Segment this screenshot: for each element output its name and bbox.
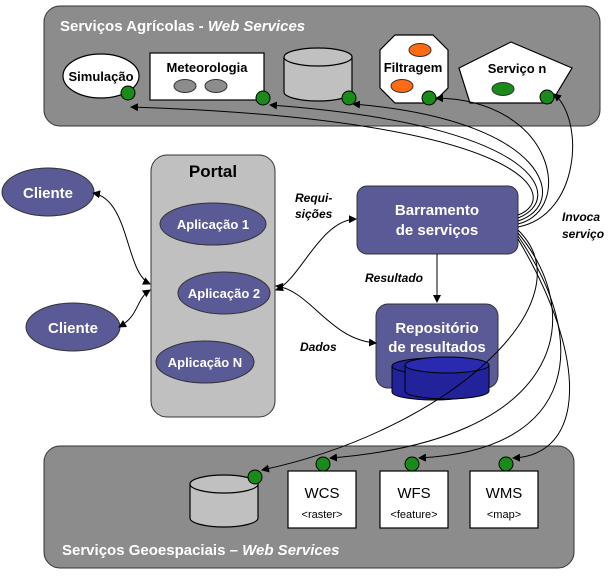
- link-client2-portal: [118, 289, 151, 328]
- link-bus-geo-storage: [261, 229, 538, 473]
- client-2-label: Cliente: [48, 320, 98, 337]
- link-bus-filtering: [435, 94, 550, 225]
- connector-filtering: [421, 90, 437, 106]
- service-n-oval: [491, 82, 515, 96]
- service-bus[interactable]: [356, 185, 519, 255]
- connector-service-n: [539, 89, 555, 105]
- link-bus-service-n: [517, 93, 574, 228]
- simulation-service[interactable]: [62, 53, 140, 99]
- wms-service[interactable]: [469, 470, 539, 529]
- wfs-service[interactable]: [379, 470, 449, 529]
- connector-wcs: [315, 456, 331, 472]
- link-portal-bus: [275, 215, 357, 291]
- wcs-sub: <raster>: [302, 509, 343, 521]
- portal-title: Portal: [189, 162, 237, 181]
- repository-cylinder-front: [404, 356, 490, 400]
- results-repository: Repositório de resultados: [375, 303, 499, 401]
- connector-simulation: [120, 85, 136, 101]
- link-client1-portal: [92, 190, 151, 285]
- app-1-label: Aplicação 1: [177, 217, 249, 232]
- repository-line1: Repositório: [395, 320, 478, 337]
- app-2-label: Aplicação 2: [188, 286, 260, 301]
- filtering-label: Filtragem: [384, 60, 443, 75]
- repository-line2: de resultados: [388, 339, 486, 356]
- link-bus-simulation: [130, 103, 534, 216]
- agricultural-services-panel: Serviços Agrícolas - Web Services Simula…: [43, 5, 601, 127]
- wfs-label: WFS: [397, 485, 430, 502]
- app-n[interactable]: [155, 340, 255, 384]
- filtering-oval-bottom: [390, 79, 414, 93]
- storage-cylinder-bottom: [189, 474, 259, 528]
- service-n-label: Serviço n: [488, 61, 547, 76]
- app-n-label: Aplicação N: [168, 355, 242, 370]
- bus-line1: Barramento: [395, 202, 479, 219]
- app-2[interactable]: [177, 271, 271, 315]
- connector-storage: [341, 90, 357, 106]
- meteorology-service[interactable]: [149, 52, 265, 101]
- requests-label-line2: sições: [295, 207, 333, 221]
- link-bus-meteorology: [269, 101, 539, 219]
- app-1[interactable]: [159, 202, 267, 246]
- invoke-label-line2: serviço: [562, 227, 604, 241]
- meteorology-oval-right: [204, 79, 228, 93]
- connector-meteorology: [255, 90, 271, 106]
- wcs-label: WCS: [305, 485, 340, 502]
- portal: Portal Aplicação 1 Aplicação 2 Aplicação…: [150, 154, 276, 418]
- client-1-label: Cliente: [23, 185, 73, 202]
- agricultural-panel-title: Serviços Agrícolas - Web Services: [60, 18, 305, 35]
- connector-geo-storage: [247, 469, 263, 485]
- connection-lines: [92, 93, 574, 473]
- storage-cylinder-top: [283, 47, 353, 102]
- wfs-sub: <feature>: [390, 509, 437, 521]
- wms-sub: <map>: [487, 509, 521, 521]
- service-n[interactable]: [458, 41, 573, 104]
- result-label: Resultado: [365, 271, 423, 285]
- geospatial-panel-title: Serviços Geoespaciais – Web Services: [62, 542, 339, 559]
- bus-line2: de serviços: [396, 222, 479, 239]
- connector-wms: [498, 456, 514, 472]
- link-bus-wms: [512, 238, 570, 462]
- requests-label-line1: Requi-: [295, 191, 332, 205]
- link-portal-repository: [275, 282, 377, 347]
- invoke-label-line1: Invoca: [562, 210, 600, 224]
- link-bus-wfs: [418, 235, 562, 462]
- geospatial-services-panel: Serviços Geoespaciais – Web Services WCS…: [43, 445, 575, 569]
- meteorology-oval-left: [173, 79, 197, 93]
- meteorology-label: Meteorologia: [167, 60, 249, 75]
- data-label: Dados: [300, 340, 337, 354]
- filtering-oval-top: [408, 43, 432, 57]
- wms-label: WMS: [486, 485, 523, 502]
- connector-wfs: [404, 456, 420, 472]
- link-bus-storage: [352, 100, 543, 222]
- wcs-service[interactable]: [287, 470, 357, 529]
- simulation-label: Simulação: [68, 69, 133, 84]
- link-bus-wcs: [329, 232, 554, 462]
